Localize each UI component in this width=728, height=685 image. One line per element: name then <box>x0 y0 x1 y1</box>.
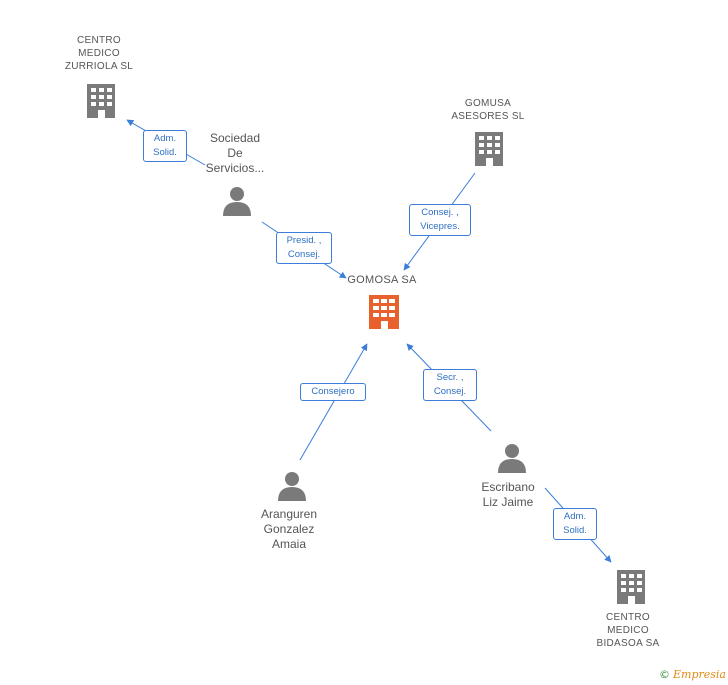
relation-label-presid-consej: Presid. , Consej. <box>276 232 332 264</box>
relation-label-consej-vicepres: Consej. , Vicepres. <box>409 204 471 236</box>
brand-name: Empresia <box>673 668 726 681</box>
node-label-gomosa-center[interactable]: GOMOSA SA <box>347 274 417 286</box>
person-icon <box>498 444 526 473</box>
copyright-symbol: © <box>659 668 670 681</box>
person-icon <box>278 472 306 501</box>
relation-label-adm-solid: Adm. Solid. <box>143 130 187 162</box>
node-label-aranguren-gonzalez-amaia[interactable]: Aranguren Gonzalez Amaia <box>260 507 318 551</box>
node-label-sociedad-de-servicios[interactable]: Sociedad De Servicios... <box>205 131 265 175</box>
building-icon <box>475 132 503 166</box>
node-label-centro-medico-bidasoa[interactable]: CENTRO MEDICO BIDASOA SA <box>596 612 660 649</box>
relation-label-consejero: Consejero <box>300 383 366 401</box>
node-label-centro-medico-zurriola[interactable]: CENTRO MEDICO ZURRIOLA SL <box>64 35 134 72</box>
building-icon-center <box>369 295 399 329</box>
building-icon <box>617 570 645 604</box>
person-icon <box>223 187 251 216</box>
building-icon <box>87 84 115 118</box>
relation-label-adm-solid-bidasoa: Adm. Solid. <box>553 508 597 540</box>
relation-label-secr-consej: Secr. , Consej. <box>423 369 477 401</box>
node-label-gomusa-asesores[interactable]: GOMUSA ASESORES SL <box>451 98 525 122</box>
edge-aranguren-center <box>299 343 368 461</box>
node-label-escribano-liz-jaime[interactable]: Escribano Liz Jaime <box>481 480 535 509</box>
empresia-logo: ©Empresia <box>659 668 726 681</box>
